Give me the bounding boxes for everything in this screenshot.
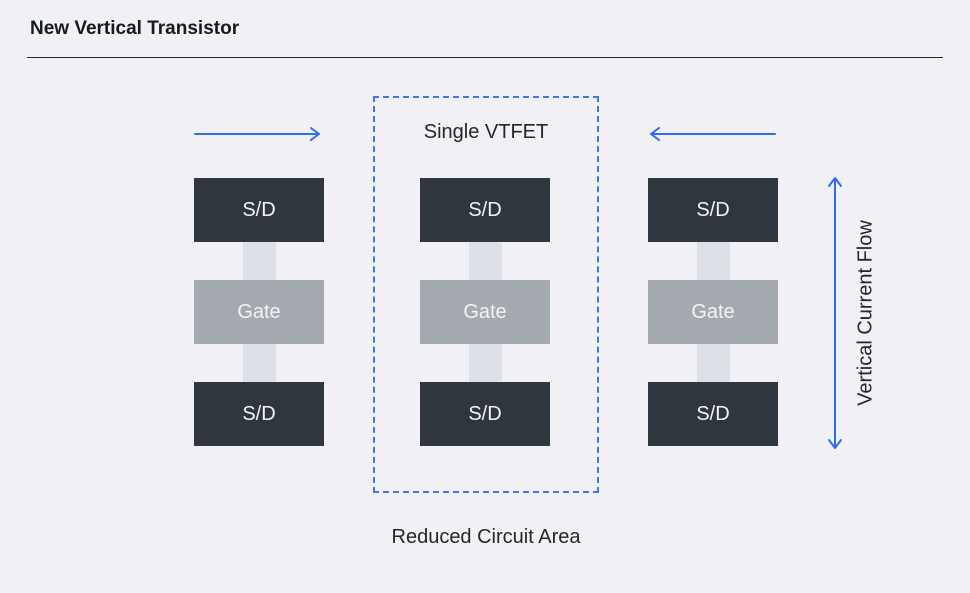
sd-label: S/D: [696, 198, 730, 221]
sd-box-bottom: S/D: [194, 382, 324, 446]
reduced-circuit-area-label: Reduced Circuit Area: [391, 526, 581, 548]
sd-label: S/D: [696, 402, 730, 425]
gate-box: Gate: [194, 280, 324, 344]
sd-label: S/D: [468, 402, 502, 425]
gate-box: Gate: [648, 280, 778, 344]
title-divider: [27, 57, 943, 58]
page-title: New Vertical Transistor: [30, 18, 240, 39]
arrow-left-icon: [650, 127, 776, 141]
gate-label: Gate: [463, 300, 507, 323]
arrow-right-icon: [194, 127, 320, 141]
sd-box-top: S/D: [194, 178, 324, 242]
sd-label: S/D: [468, 198, 502, 221]
single-vtfet-outline: [373, 96, 599, 493]
sd-box-bottom: S/D: [420, 382, 550, 446]
sd-label: S/D: [242, 198, 276, 221]
transistor-stack-left: S/D Gate S/D: [194, 178, 324, 446]
vertical-double-arrow-icon: [828, 177, 842, 449]
sd-box-top: S/D: [648, 178, 778, 242]
sd-box-bottom: S/D: [648, 382, 778, 446]
gate-label: Gate: [237, 300, 281, 323]
gate-label: Gate: [691, 300, 735, 323]
gate-box: Gate: [420, 280, 550, 344]
sd-box-top: S/D: [420, 178, 550, 242]
single-vtfet-label: Single VTFET: [423, 121, 549, 143]
transistor-stack-center: S/D Gate S/D: [420, 178, 550, 446]
sd-label: S/D: [242, 402, 276, 425]
transistor-stack-right: S/D Gate S/D: [648, 178, 778, 446]
vertical-current-flow-label: Vertical Current Flow: [854, 220, 877, 406]
